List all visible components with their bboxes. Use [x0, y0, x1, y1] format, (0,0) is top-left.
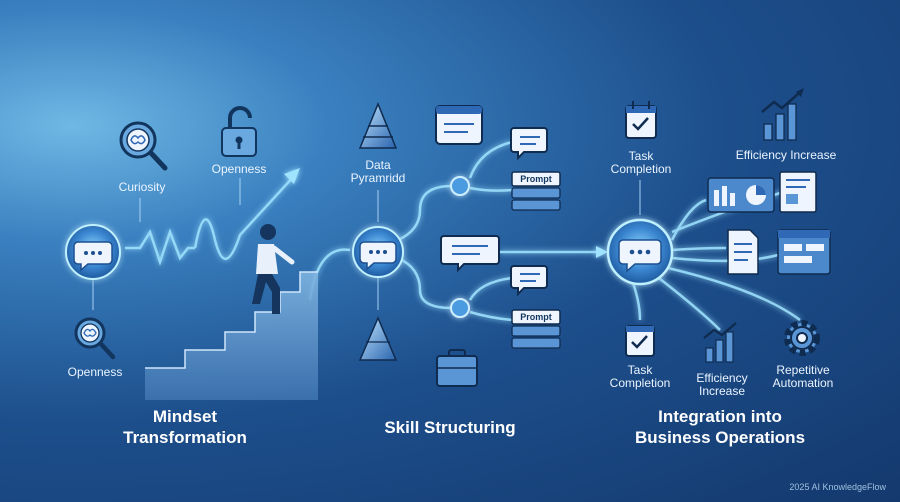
staircase: [145, 271, 318, 400]
pyramid-label-line2: Pyramridd: [350, 171, 406, 185]
openness-brain-magnifier-icon: [74, 317, 116, 360]
link-skill-bottom: [397, 256, 453, 310]
skill-chat-node: [352, 226, 404, 278]
integration-title: Integration into Business Operations: [590, 406, 850, 448]
dashboard-card-icon: [707, 177, 775, 213]
mindset-title-line2: Transformation: [123, 428, 247, 447]
mindset-chat-node: [65, 224, 121, 280]
openness-padlock-icon: [221, 106, 257, 157]
link-int-gear: [667, 266, 801, 322]
integration-title-line1: Integration into: [658, 407, 782, 426]
link-int-doc: [671, 246, 727, 252]
openness-bottom-label: Openness: [67, 365, 123, 379]
task-calendar-top-icon: [625, 101, 657, 139]
skill-title: Skill Structuring: [384, 418, 516, 437]
prompt-top-label: Prompt: [520, 174, 552, 184]
heartbeat-line: [125, 228, 195, 266]
pyramid-label-line1: Data: [365, 158, 391, 172]
planning-board-icon: [777, 229, 831, 275]
curiosity-brain-magnifier-icon: [119, 121, 168, 171]
link-int-board: [671, 253, 779, 263]
repetitive-label-line1: Repetitive: [776, 363, 830, 377]
link-int-efficiency: [654, 274, 721, 331]
climbing-person-icon: [252, 224, 295, 314]
efficiency-bottom-label-line1: Efficiency: [696, 371, 748, 385]
document-icon: [727, 229, 759, 275]
hub-node-top: [450, 176, 470, 196]
chat-bubble-top-icon: [510, 127, 548, 161]
browser-window-icon: [435, 105, 483, 145]
link-int-docs: [670, 198, 707, 241]
task-top-label-line1: Task: [628, 149, 654, 163]
link-top-to-chat: [468, 140, 513, 179]
integration-arrow-head: [596, 246, 608, 258]
integration-chat-node: [606, 218, 674, 286]
briefcase-icon: [436, 349, 478, 387]
integration-title-line2: Business Operations: [634, 428, 806, 447]
task-bottom-label-line2: Completion: [609, 376, 671, 390]
efficiency-bottom-label-line2: Increase: [698, 384, 746, 398]
tie-lines: [92, 178, 641, 310]
prompt-card-top: [511, 171, 561, 211]
link-top-to-prompt: [469, 186, 513, 192]
growth-arrow-line: [193, 174, 296, 261]
prompt-card-bottom: [511, 309, 561, 349]
task-top-label-line2: Completion: [610, 162, 672, 176]
mindset-title-line1: Mindset: [152, 407, 218, 426]
openness-top-label: Openness: [211, 162, 267, 176]
pyramid-bottom-icon: [358, 316, 398, 361]
footer-credit: 2025 AI KnowledgeFlow: [789, 482, 886, 492]
mindset-title: Mindset Transformation: [55, 406, 315, 448]
growth-arrow-head: [284, 168, 300, 184]
task-calendar-bottom-icon: [625, 325, 655, 357]
efficiency-chart-bottom-icon: [703, 322, 737, 363]
prompt-bottom-label: Prompt: [520, 312, 552, 322]
task-bottom-label-line1: Task: [627, 363, 653, 377]
repetitive-label-line2: Automation: [772, 376, 834, 390]
link-bottom-to-prompt: [469, 310, 513, 322]
chat-bubble-center-icon: [440, 235, 500, 273]
chat-bubble-bottom-icon: [510, 265, 548, 297]
pyramid-top-icon: [358, 102, 398, 149]
report-document-icon: [779, 171, 817, 213]
curiosity-label: Curiosity: [118, 180, 166, 194]
link-bottom-to-chat: [468, 276, 513, 301]
efficiency-top-label: Efficiency Increase: [735, 148, 837, 162]
link-skill-top: [397, 184, 453, 242]
automation-gear-icon: [784, 320, 820, 356]
efficiency-chart-top-icon: [761, 88, 804, 141]
hub-node-bottom: [450, 298, 470, 318]
